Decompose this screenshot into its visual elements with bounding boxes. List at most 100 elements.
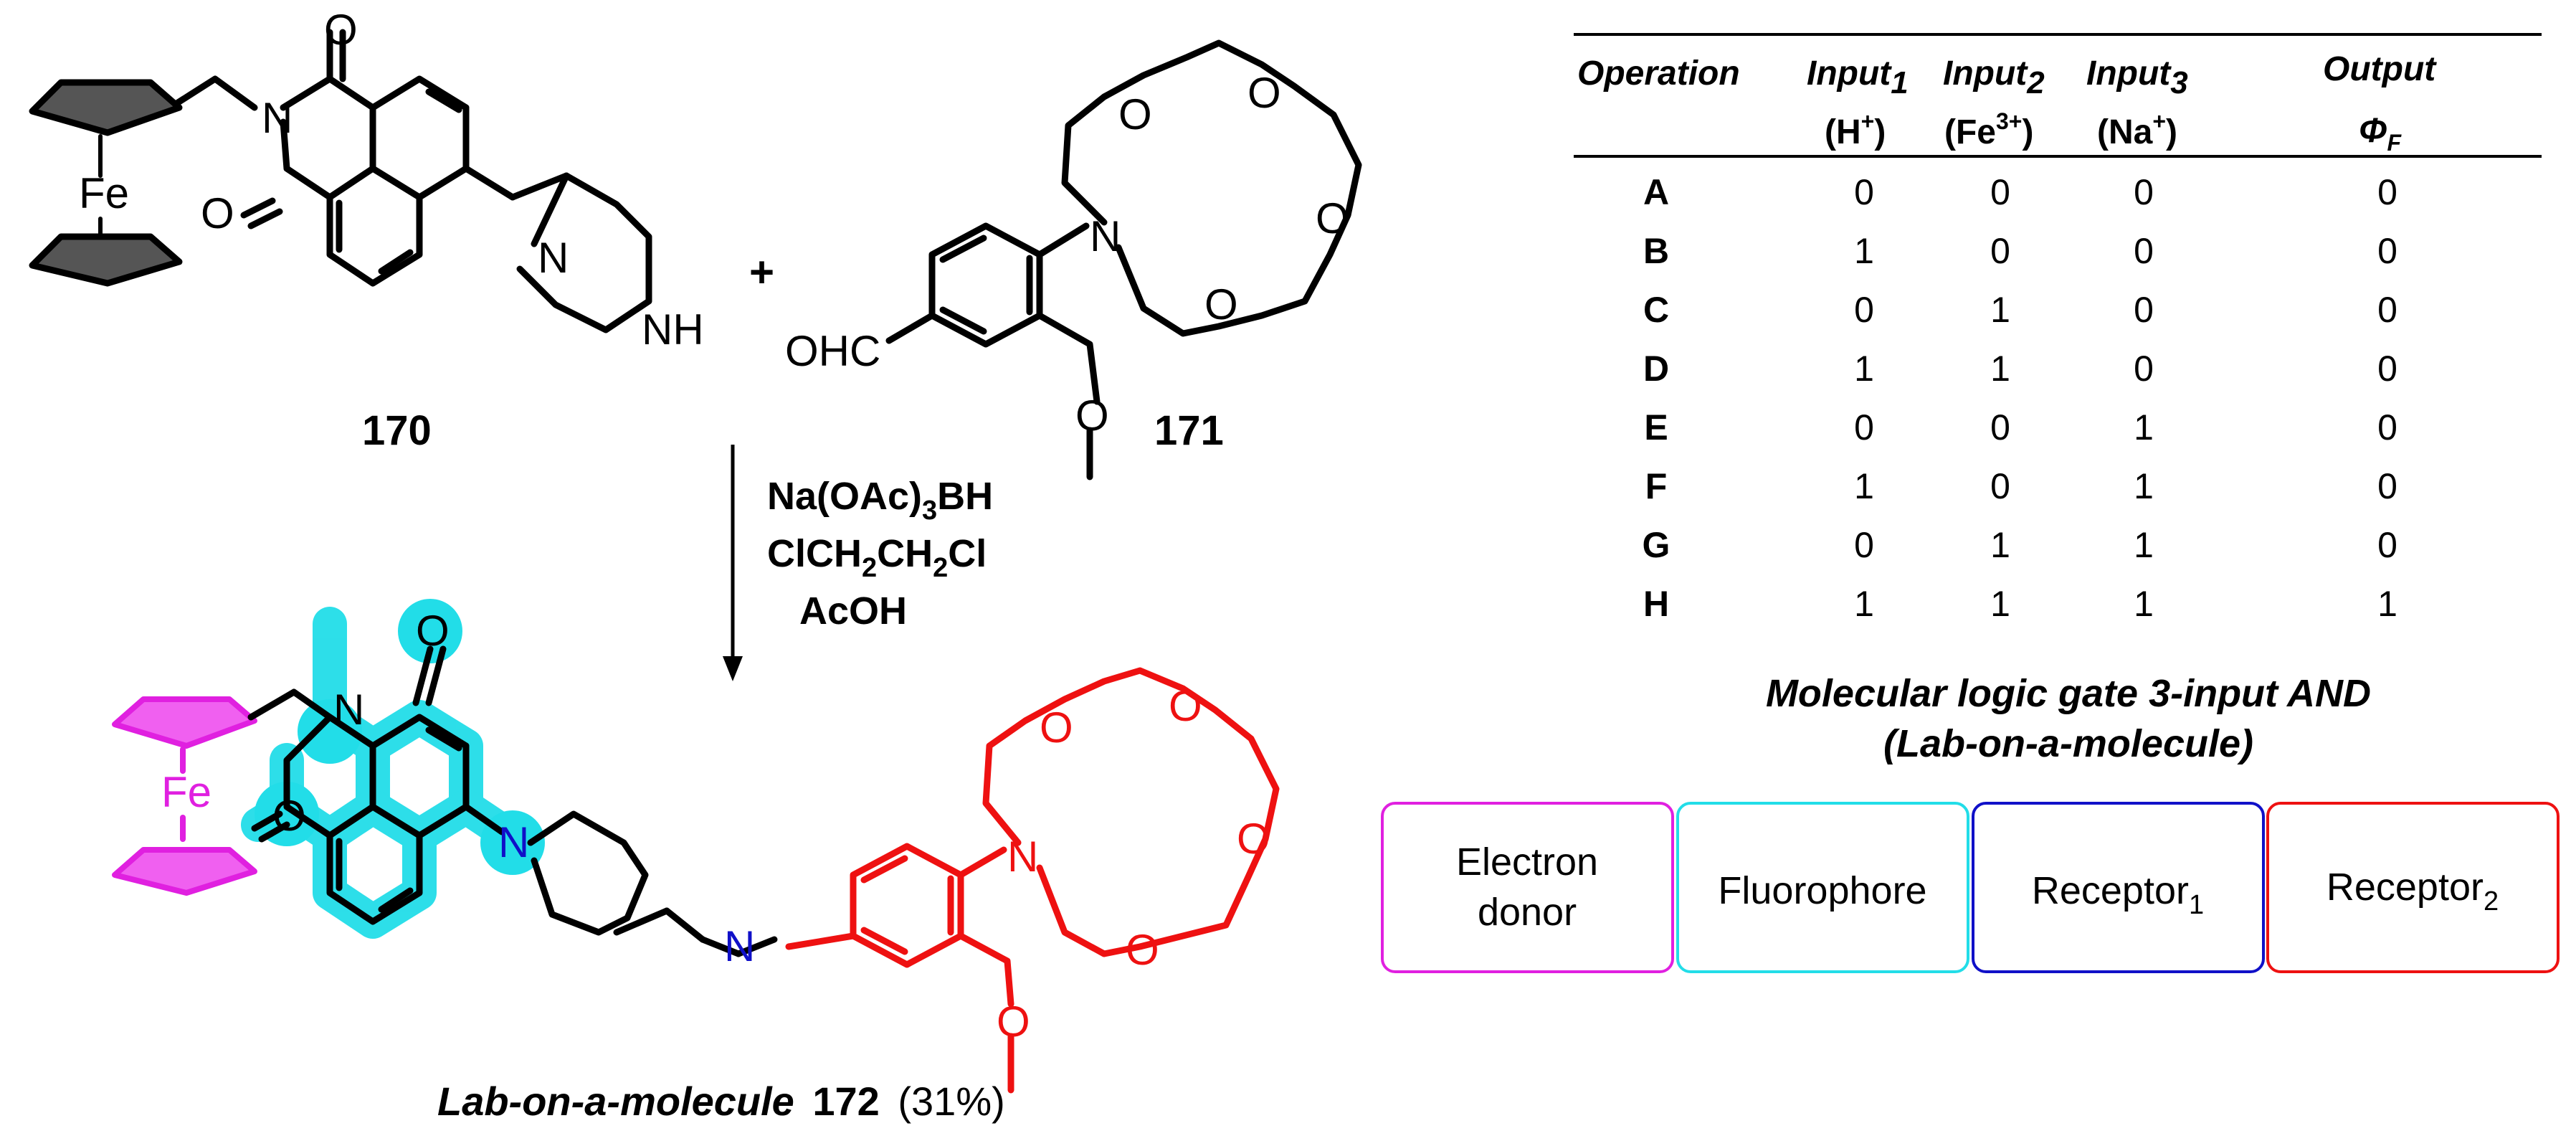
cell-input2: 0 xyxy=(1990,231,2010,271)
cell-input1: 1 xyxy=(1854,466,1874,506)
cell-operation: B xyxy=(1643,231,1669,271)
crown-o1-172: O xyxy=(1040,704,1073,752)
methoxy-o-171: O xyxy=(1075,392,1109,440)
cell-operation: E xyxy=(1644,407,1668,448)
crown-n-label-172: N xyxy=(1007,833,1038,881)
cell-input1: 1 xyxy=(1854,349,1874,389)
reaction-arrow-head xyxy=(723,656,743,681)
compound-170-structure xyxy=(29,29,652,333)
table-caption-line2: (Lab-on-a-molecule) xyxy=(1883,722,2253,765)
box-electron-donor-line2: donor xyxy=(1478,891,1577,934)
fe-label-170: Fe xyxy=(79,169,129,217)
box-fluorophore-label: Fluorophore xyxy=(1718,869,1926,912)
condition-acid: AcOH xyxy=(799,590,907,633)
cell-input1: 0 xyxy=(1854,290,1874,330)
compound-number-171: 171 xyxy=(1154,407,1224,454)
cell-output: 0 xyxy=(2377,172,2397,212)
cell-input1: 0 xyxy=(1854,172,1874,212)
cell-input2: 0 xyxy=(1990,407,2010,448)
methoxy-o-172: O xyxy=(997,998,1030,1046)
header-input2-ion: (Fe3+) xyxy=(1944,108,2033,151)
box-receptor1-label: Receptor1 xyxy=(2032,869,2204,920)
cell-operation: F xyxy=(1645,466,1668,506)
piperazine-n1-label-172: N xyxy=(498,818,529,866)
cell-input1: 1 xyxy=(1854,231,1874,271)
piperazine-nh-label-170: NH xyxy=(642,306,704,354)
product-caption: Lab-on-a-molecule 172 (31%) xyxy=(437,1079,1005,1124)
cell-input3: 1 xyxy=(2134,584,2154,624)
compound-171-structure xyxy=(885,39,1362,480)
table-row: B 1 0 0 0 xyxy=(1643,231,2397,271)
box-receptor2 xyxy=(2266,802,2560,973)
crown-o3-172: O xyxy=(1237,815,1270,863)
cell-output: 1 xyxy=(2377,584,2397,624)
compound-number-170: 170 xyxy=(362,407,432,454)
cell-input3: 0 xyxy=(2134,290,2154,330)
cell-output: 0 xyxy=(2377,231,2397,271)
carbonyl-o-bottom-170: O xyxy=(201,189,234,237)
header-input1: Input1 xyxy=(1807,55,1909,100)
crown-n-label-171: N xyxy=(1090,212,1121,260)
table-row: D 1 1 0 0 xyxy=(1643,349,2397,389)
crown-o2-171: O xyxy=(1247,69,1281,117)
cell-input2: 1 xyxy=(1990,290,2010,330)
carbonyl-o-bottom-172: O xyxy=(272,792,306,840)
truth-table: Operation Input1 (H+) Input2 (Fe3+) Inpu… xyxy=(1574,33,2542,765)
component-legend xyxy=(1381,802,2560,973)
header-input3-ion: (Na+) xyxy=(2097,108,2177,151)
fe-label-172: Fe xyxy=(161,768,212,816)
cell-output: 0 xyxy=(2377,349,2397,389)
cell-input2: 1 xyxy=(1990,525,2010,565)
cell-output: 0 xyxy=(2377,525,2397,565)
cell-input3: 1 xyxy=(2134,407,2154,448)
header-output: Output xyxy=(2323,50,2437,88)
plus-sign: + xyxy=(749,248,774,296)
crown-o1-171: O xyxy=(1118,90,1152,138)
cell-input1: 0 xyxy=(1854,407,1874,448)
piperazine-n2-label-172: N xyxy=(724,922,755,970)
cell-input3: 0 xyxy=(2134,172,2154,212)
cell-operation: A xyxy=(1643,172,1669,212)
cell-input1: 1 xyxy=(1854,584,1874,624)
crown-o4-171: O xyxy=(1204,280,1238,328)
table-row: C 0 1 0 0 xyxy=(1643,290,2397,330)
cell-input3: 0 xyxy=(2134,231,2154,271)
imide-n-label-170: N xyxy=(262,94,293,142)
header-input2: Input2 xyxy=(1943,55,2045,100)
table-row: G 0 1 1 0 xyxy=(1643,525,2397,565)
cell-operation: C xyxy=(1643,290,1669,330)
box-electron-donor xyxy=(1381,802,1674,973)
cell-input1: 0 xyxy=(1854,525,1874,565)
cell-input3: 1 xyxy=(2134,525,2154,565)
header-input1-ion: (H+) xyxy=(1825,108,1886,151)
piperazine-n-label-170: N xyxy=(538,234,569,282)
cell-input2: 0 xyxy=(1990,466,2010,506)
box-electron-donor-line1: Electron xyxy=(1456,841,1598,884)
aldehyde-label-171: OHC xyxy=(785,327,880,375)
crown-o3-171: O xyxy=(1316,194,1349,242)
carbonyl-o-top-170: O xyxy=(324,6,358,54)
header-input3: Input3 xyxy=(2086,55,2188,100)
cell-operation: D xyxy=(1643,349,1669,389)
box-receptor2-label: Receptor2 xyxy=(2327,866,2499,917)
box-receptor1 xyxy=(1972,802,2265,973)
cell-output: 0 xyxy=(2377,407,2397,448)
cell-input2: 1 xyxy=(1990,584,2010,624)
cell-output: 0 xyxy=(2377,290,2397,330)
cell-input3: 1 xyxy=(2134,466,2154,506)
crown-o2-172: O xyxy=(1169,682,1202,730)
cell-input2: 1 xyxy=(1990,349,2010,389)
cell-operation: G xyxy=(1643,525,1670,565)
table-caption-line1: Molecular logic gate 3-input AND xyxy=(1766,672,2371,715)
header-phi: ΦF xyxy=(2359,112,2402,156)
cell-input3: 0 xyxy=(2134,349,2154,389)
carbonyl-o-top-172: O xyxy=(416,607,450,655)
box-fluorophore xyxy=(1676,802,1969,973)
imide-n-label-172: N xyxy=(333,686,364,734)
crown-o4-172: O xyxy=(1126,926,1159,974)
